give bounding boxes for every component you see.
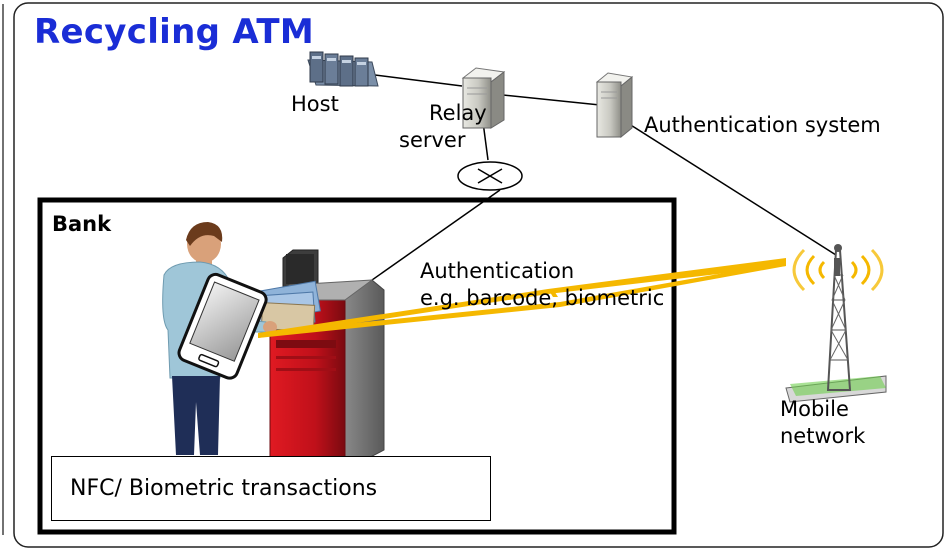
relay-server-label-line1: Relay	[429, 101, 487, 125]
transactions-box	[51, 456, 491, 521]
tablet-icon	[177, 272, 268, 380]
link-relay-auth	[502, 94, 601, 106]
relay-server-label-line2: server	[399, 128, 466, 152]
link-auth-tower	[625, 121, 837, 256]
auth-signal-beam	[258, 258, 786, 338]
atm-machine	[268, 249, 385, 471]
mobile-network-label-line2: network	[780, 424, 866, 448]
auth-server-icon	[595, 72, 634, 139]
mobile-tower-icon	[785, 244, 887, 403]
relay-server-icon	[461, 67, 506, 129]
bank-frame	[37, 197, 677, 535]
bank-label: Bank	[52, 212, 112, 236]
auth-system-label: Authentication system	[644, 113, 881, 137]
transactions-label: NFC/ Biometric transactions	[70, 476, 378, 501]
link-host-relay	[374, 74, 463, 87]
outer-frame	[13, 2, 944, 548]
mobile-network-label-line1: Mobile	[780, 397, 849, 421]
router-icon	[457, 161, 523, 191]
page-title: Recycling ATM	[34, 12, 315, 52]
auth-note-line1: Authentication	[420, 259, 575, 283]
banknotes-icon	[256, 280, 321, 332]
radio-waves-icon	[792, 248, 884, 292]
host-server-icon	[307, 51, 379, 87]
auth-note-line2: e.g. barcode, biometric	[420, 286, 665, 310]
host-label: Host	[291, 92, 339, 116]
